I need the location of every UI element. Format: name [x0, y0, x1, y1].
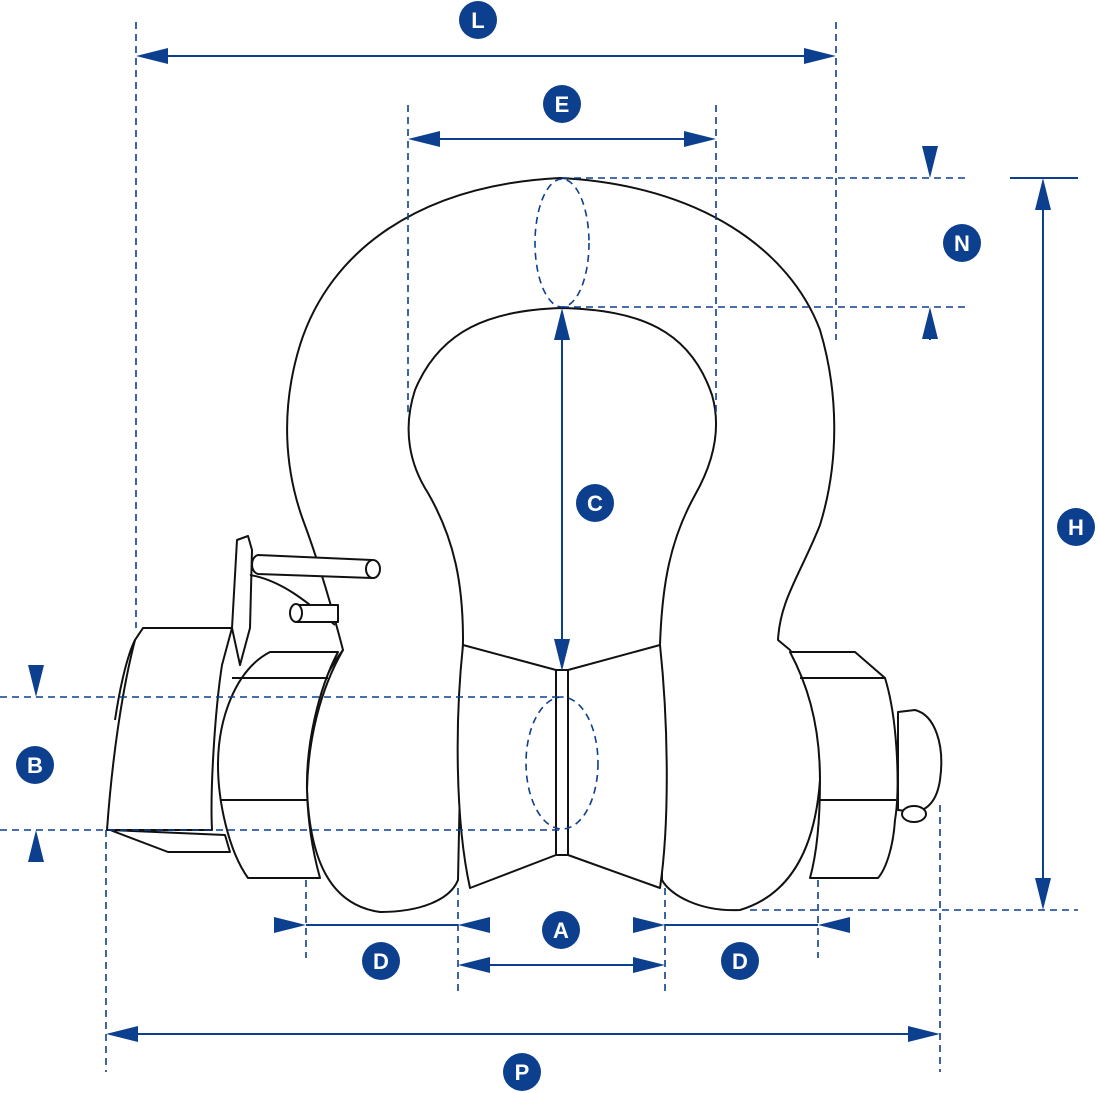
- left-bolt-washer: [109, 829, 231, 853]
- badge-P: P: [503, 1053, 541, 1091]
- badge-A: A: [542, 911, 580, 949]
- left-bolt-head: [106, 627, 233, 831]
- badge-N-label: N: [954, 231, 970, 256]
- dimension-lines: [0, 22, 1078, 1072]
- shackle-drawing: [106, 177, 943, 913]
- D-right-arrow-right: [818, 917, 850, 933]
- badge-A-label: A: [553, 918, 569, 943]
- badge-H: H: [1057, 508, 1095, 546]
- badge-C-label: C: [587, 491, 603, 516]
- badge-B-label: B: [27, 753, 43, 778]
- B-arrow-bottom: [28, 830, 44, 862]
- keeper-plate: [231, 535, 253, 666]
- badge-B: B: [16, 746, 54, 784]
- C-arrow-top: [554, 308, 570, 340]
- left-bolt-head-face: [114, 639, 136, 721]
- D-right-arrow-left: [633, 917, 665, 933]
- N-arrow-top: [922, 146, 938, 178]
- badge-N: N: [943, 224, 981, 262]
- L-arrow-left: [136, 48, 168, 64]
- badge-D-left: D: [362, 942, 400, 980]
- dimension-badges: L E N C H B A D: [16, 1, 1095, 1091]
- badge-D-right-label: D: [732, 949, 748, 974]
- B-arrow-top: [28, 665, 44, 697]
- H-arrow-bottom: [1035, 878, 1051, 910]
- pin-section-ellipse: [525, 696, 599, 830]
- D-left-arrow-right: [458, 917, 490, 933]
- left-eye-boss: [217, 651, 339, 879]
- A-arrow-left: [458, 957, 490, 973]
- H-arrow-top: [1035, 178, 1051, 210]
- C-arrow-bottom: [554, 639, 570, 671]
- badge-D-right: D: [721, 942, 759, 980]
- E-arrow-right: [684, 131, 716, 147]
- shackle-bow: [286, 177, 836, 913]
- E-arrow-left: [408, 131, 440, 147]
- P-arrow-left: [106, 1026, 138, 1042]
- badge-E-label: E: [555, 92, 570, 117]
- badge-L-label: L: [471, 8, 484, 33]
- right-nut: [789, 651, 899, 879]
- badge-H-label: H: [1068, 515, 1084, 540]
- locking-pin-end: [365, 559, 381, 579]
- P-arrow-right: [908, 1026, 940, 1042]
- L-arrow-right: [804, 48, 836, 64]
- D-left-arrow-left: [274, 917, 306, 933]
- N-arrow-bottom: [922, 307, 938, 339]
- badge-P-label: P: [515, 1060, 530, 1085]
- badge-E: E: [543, 85, 581, 123]
- pin-barrel: [456, 644, 668, 889]
- right-pin-end: [897, 709, 943, 813]
- badge-C: C: [576, 484, 614, 522]
- keeper-stub-head: [289, 603, 303, 623]
- A-arrow-right: [633, 957, 665, 973]
- badge-L: L: [459, 1, 497, 39]
- cotter-pin-eye: [901, 805, 927, 823]
- badge-D-left-label: D: [373, 949, 389, 974]
